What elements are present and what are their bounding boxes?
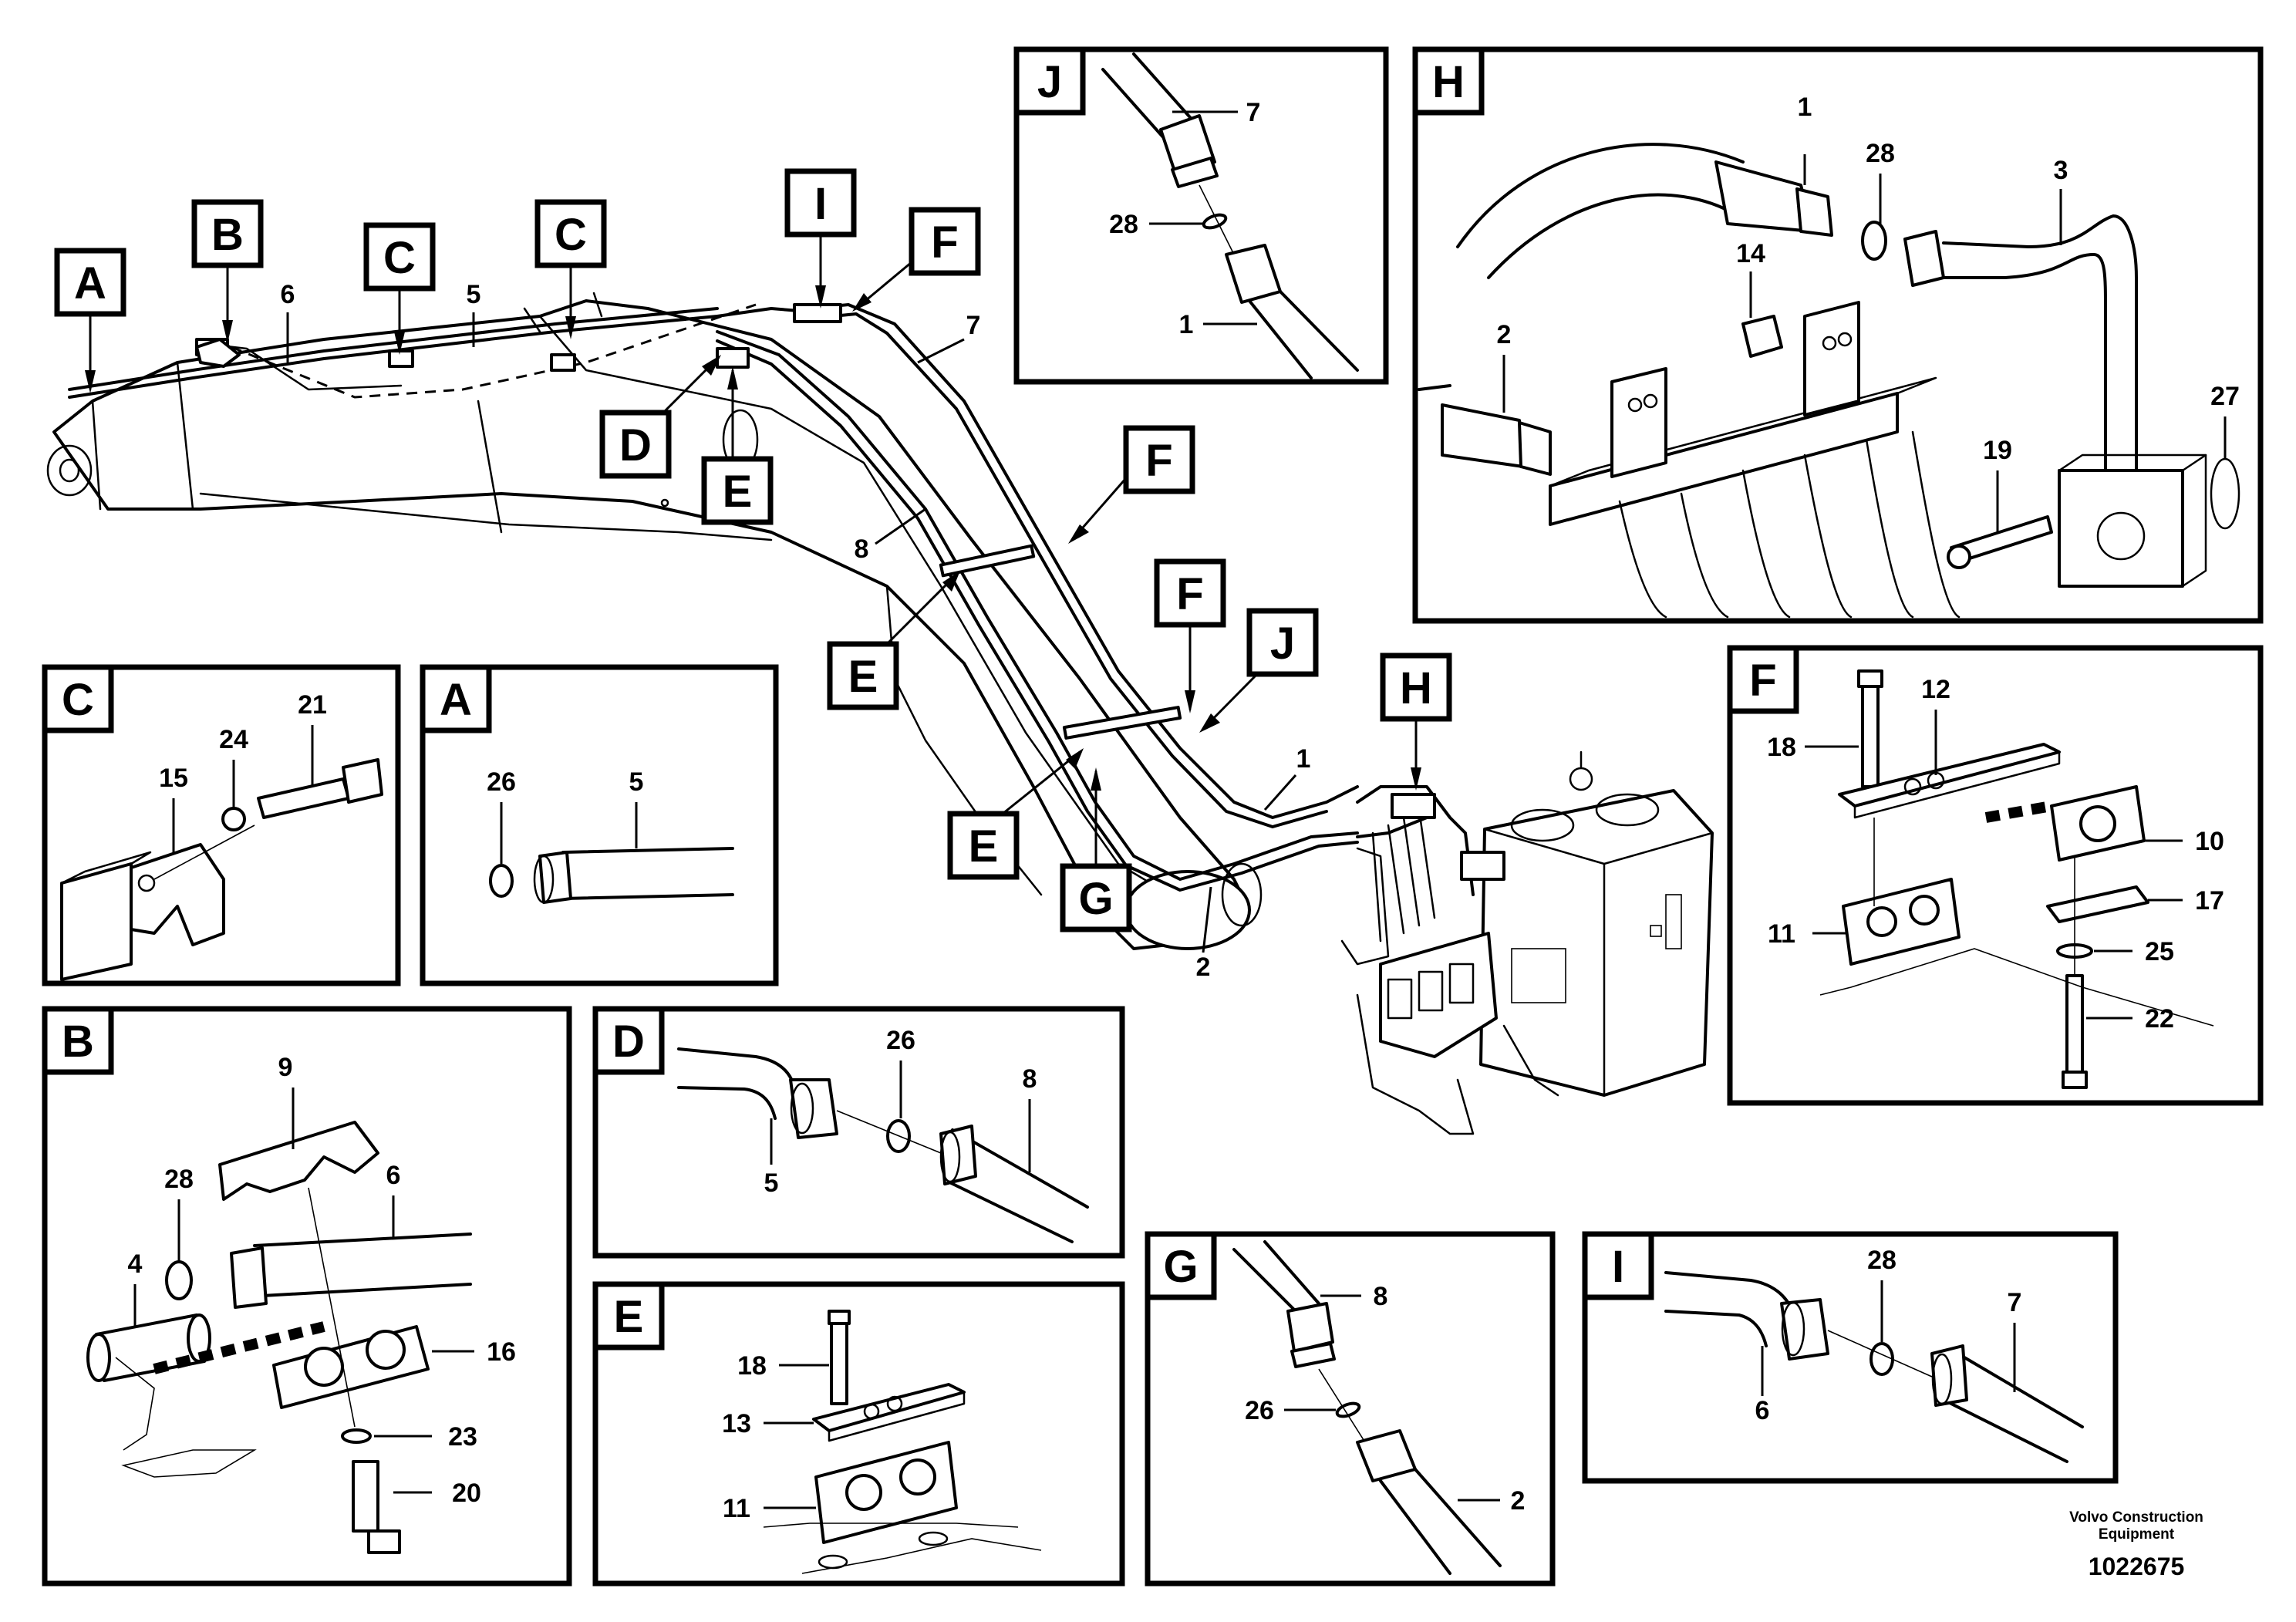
detail-f-part-11: 11 [1768, 919, 1795, 949]
detail-f-panel: F 18 12 10 17 25 22 11 [1727, 645, 2264, 1106]
detail-b-title: B [62, 1017, 94, 1067]
detail-f-part-17: 17 [2195, 886, 2224, 916]
detail-h-part-28: 28 [1866, 139, 1895, 168]
detail-c-title: C [62, 675, 94, 725]
detail-g-part-26: 26 [1245, 1396, 1274, 1425]
detail-f-part-18: 18 [1767, 733, 1796, 762]
detail-i-title: I [1612, 1242, 1624, 1292]
detail-j-part-7: 7 [1246, 98, 1261, 127]
detail-c-part-21: 21 [298, 690, 327, 720]
detail-d-panel: D 5 26 8 [592, 1006, 1125, 1259]
detail-h-part-14: 14 [1736, 239, 1765, 268]
part-6-label: 6 [281, 280, 295, 309]
detail-f-part-25: 25 [2145, 937, 2174, 966]
detail-b-part-4: 4 [128, 1249, 143, 1279]
callout-c-1: C [383, 233, 416, 283]
detail-j-part-28: 28 [1109, 210, 1138, 239]
detail-i-panel: I 6 28 7 [1582, 1231, 2119, 1484]
detail-h-title: H [1432, 57, 1465, 107]
detail-d-title: D [612, 1017, 645, 1067]
company-line-1: Volvo Construction [2069, 1509, 2203, 1526]
detail-h-part-2: 2 [1497, 320, 1512, 349]
callout-d: D [619, 420, 652, 470]
control-valve-assembly [1340, 750, 1714, 1135]
detail-b-part-16: 16 [487, 1337, 516, 1367]
callout-a: A [74, 258, 106, 309]
detail-i-part-6: 6 [1755, 1396, 1770, 1425]
callout-e-1: E [723, 467, 753, 517]
detail-e-part-13: 13 [722, 1409, 751, 1438]
detail-b-panel: B 9 28 6 4 16 23 20 [42, 1006, 572, 1587]
detail-d-part-8: 8 [1023, 1064, 1037, 1094]
detail-f-part-12: 12 [1921, 675, 1950, 704]
part-5-label: 5 [467, 280, 481, 309]
detail-g-panel: G 8 26 2 [1145, 1231, 1556, 1587]
callout-g: G [1078, 874, 1113, 924]
detail-a-panel: A 26 5 [420, 664, 779, 986]
part-2-label: 2 [1196, 953, 1211, 982]
document-number: 1022675 [2089, 1553, 2185, 1580]
callout-i: I [814, 179, 827, 229]
detail-b-part-6: 6 [386, 1161, 401, 1190]
detail-j-title: J [1037, 57, 1062, 107]
detail-g-part-8: 8 [1374, 1282, 1388, 1311]
callout-e-2: E [848, 652, 878, 702]
detail-f-part-10: 10 [2195, 827, 2224, 856]
footer-block: Volvo Construction Equipment 1022675 [2069, 1509, 2203, 1580]
main-callouts: A B C C I F D E F E [54, 168, 1452, 982]
part-8-label: 8 [855, 534, 869, 564]
detail-a-part-5: 5 [629, 767, 644, 797]
detail-e-title: E [614, 1292, 644, 1342]
callout-f-2: F [1145, 436, 1172, 486]
detail-e-part-11: 11 [723, 1494, 750, 1523]
detail-b-part-23: 23 [448, 1422, 477, 1452]
detail-h-part-3: 3 [2054, 156, 2068, 185]
detail-j-part-1: 1 [1179, 310, 1194, 339]
callout-b: B [211, 210, 244, 260]
detail-b-part-20: 20 [452, 1479, 481, 1508]
detail-j-panel: J 7 28 1 [1013, 46, 1389, 385]
callout-f-1: F [931, 218, 958, 268]
callout-f-3: F [1176, 569, 1203, 619]
detail-c-part-24: 24 [219, 725, 248, 754]
detail-b-part-9: 9 [278, 1053, 293, 1082]
detail-a-title: A [440, 675, 472, 725]
callout-j: J [1270, 619, 1295, 669]
detail-h-part-1: 1 [1798, 93, 1812, 122]
detail-e-part-18: 18 [737, 1351, 767, 1381]
callout-c-2: C [555, 210, 587, 260]
detail-g-title: G [1163, 1242, 1198, 1292]
detail-c-part-15: 15 [159, 764, 188, 793]
detail-h-part-27: 27 [2210, 382, 2240, 411]
detail-g-part-2: 2 [1511, 1486, 1526, 1516]
detail-d-part-5: 5 [764, 1168, 779, 1198]
detail-i-part-28: 28 [1867, 1246, 1896, 1275]
detail-d-part-26: 26 [886, 1026, 915, 1055]
detail-b-part-28: 28 [164, 1165, 194, 1194]
detail-f-part-22: 22 [2145, 1004, 2174, 1034]
callout-e-3: E [969, 821, 999, 872]
detail-h-part-19: 19 [1983, 436, 2012, 465]
part-1-label: 1 [1296, 744, 1311, 774]
callout-h: H [1400, 663, 1432, 713]
main-boom-view [46, 292, 1714, 1135]
company-line-2: Equipment [2099, 1526, 2175, 1543]
detail-a-part-26: 26 [487, 767, 516, 797]
detail-i-part-7: 7 [2008, 1288, 2022, 1317]
detail-f-title: F [1749, 656, 1776, 706]
detail-h-panel: H 28 1 3 27 19 14 [1412, 46, 2264, 624]
detail-c-panel: C 15 24 21 [42, 664, 401, 986]
detail-e-panel: E 18 13 11 [592, 1281, 1125, 1587]
part-7-label: 7 [966, 311, 981, 340]
